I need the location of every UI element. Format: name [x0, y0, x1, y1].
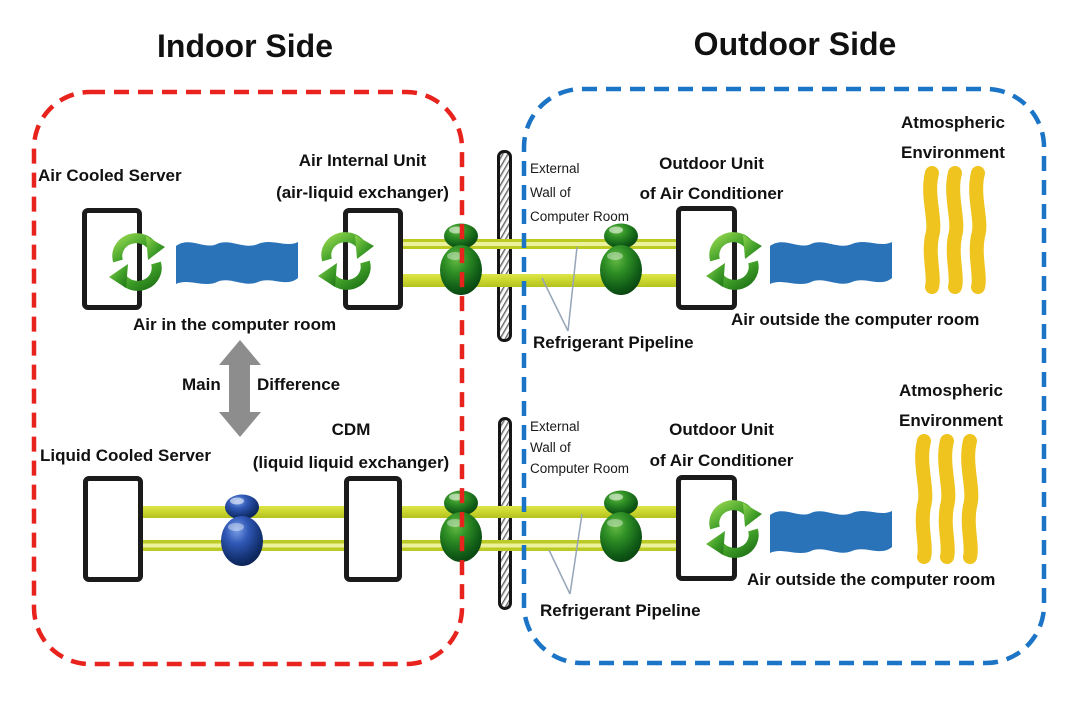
air-cooled-server-label: Air Cooled Server	[38, 166, 182, 185]
outdoor-unit-top-line1: Outdoor Unit	[659, 154, 764, 173]
outdoor-unit-label-bottom: Outdoor Unit of Air Conditioner	[639, 414, 804, 476]
pump-icon-green-3	[440, 490, 482, 562]
air-internal-unit-label: Air Internal Unit (air-liquid exchanger)	[255, 145, 470, 209]
liquid-cooled-server-label: Liquid Cooled Server	[40, 446, 211, 465]
difference-label: Difference	[257, 375, 341, 394]
atmospheric-bottom-line2: Environment	[899, 411, 1003, 430]
pump-icon-green-2	[600, 223, 642, 295]
refrigerant-pipeline-label-bottom: Refrigerant Pipeline	[540, 601, 701, 620]
cdm-label-line1: CDM	[331, 420, 371, 439]
recycle-icon-internal-unit	[318, 232, 374, 290]
external-wall-top-line1: External	[530, 161, 580, 176]
recycle-icon-outdoor-bottom	[706, 500, 762, 558]
atmospheric-label-top: Atmospheric Environment	[893, 108, 1013, 168]
pump-icon-blue	[221, 494, 263, 566]
air-internal-unit-label-line1: Air Internal Unit	[298, 151, 427, 170]
recycle-icon-outdoor-top	[706, 232, 762, 290]
refrigerant-pointer-bottom-a	[569, 513, 583, 595]
outdoor-unit-bottom-line1: Outdoor Unit	[669, 420, 774, 439]
indoor-side-title: Indoor Side	[157, 28, 333, 64]
atmospheric-top-line1: Atmospheric	[901, 113, 1005, 132]
cdm-box	[344, 476, 402, 582]
refrigerant-pipeline-label-top: Refrigerant Pipeline	[533, 333, 694, 352]
outdoor-side-title: Outdoor Side	[693, 26, 897, 62]
recycle-icon-air-server	[109, 233, 165, 291]
external-wall-bottom-line3: Computer Room	[530, 461, 630, 476]
atmospheric-label-bottom: Atmospheric Environment	[891, 376, 1011, 436]
atmospheric-top-line2: Environment	[901, 143, 1005, 162]
air-flow-wave-outdoor-bottom	[770, 511, 892, 553]
air-outside-label-top: Air outside the computer room	[731, 310, 980, 329]
air-flow-wave-outdoor-top	[770, 242, 892, 284]
refrigerant-pointer-top-a	[567, 246, 578, 332]
external-wall-label-top: External Wall of Computer Room	[530, 157, 629, 229]
external-wall-bottom-line1: External	[530, 419, 580, 434]
external-wall-top-line2: Wall of	[530, 185, 571, 200]
external-wall-label-bottom: External Wall of Computer Room	[530, 416, 629, 479]
atmosphere-bars-top	[923, 166, 987, 294]
outdoor-unit-bottom-line2: of Air Conditioner	[649, 451, 794, 470]
refrigerant-pointer-bottom-b	[548, 549, 571, 595]
air-outside-label-bottom: Air outside the computer room	[747, 570, 996, 589]
outdoor-unit-label-top: Outdoor Unit of Air Conditioner	[629, 149, 794, 209]
outdoor-unit-top-line2: of Air Conditioner	[639, 184, 784, 203]
atmospheric-bottom-line1: Atmospheric	[899, 381, 1003, 400]
cdm-label-line2: (liquid liquid exchanger)	[252, 453, 450, 472]
cdm-label: CDM (liquid liquid exchanger)	[246, 413, 456, 479]
air-in-room-label: Air in the computer room	[133, 315, 337, 334]
liquid-cooled-server-box	[83, 476, 143, 582]
air-flow-wave-indoor	[176, 242, 298, 284]
pump-icon-green-4	[600, 490, 642, 562]
atmosphere-bars-bottom	[915, 434, 979, 564]
external-wall-bottom-line2: Wall of	[530, 440, 571, 455]
pump-icon-green-1	[440, 223, 482, 295]
air-internal-unit-label-line2: (air-liquid exchanger)	[276, 183, 449, 202]
main-label: Main	[182, 375, 221, 394]
external-wall-top-line3: Computer Room	[530, 209, 630, 224]
